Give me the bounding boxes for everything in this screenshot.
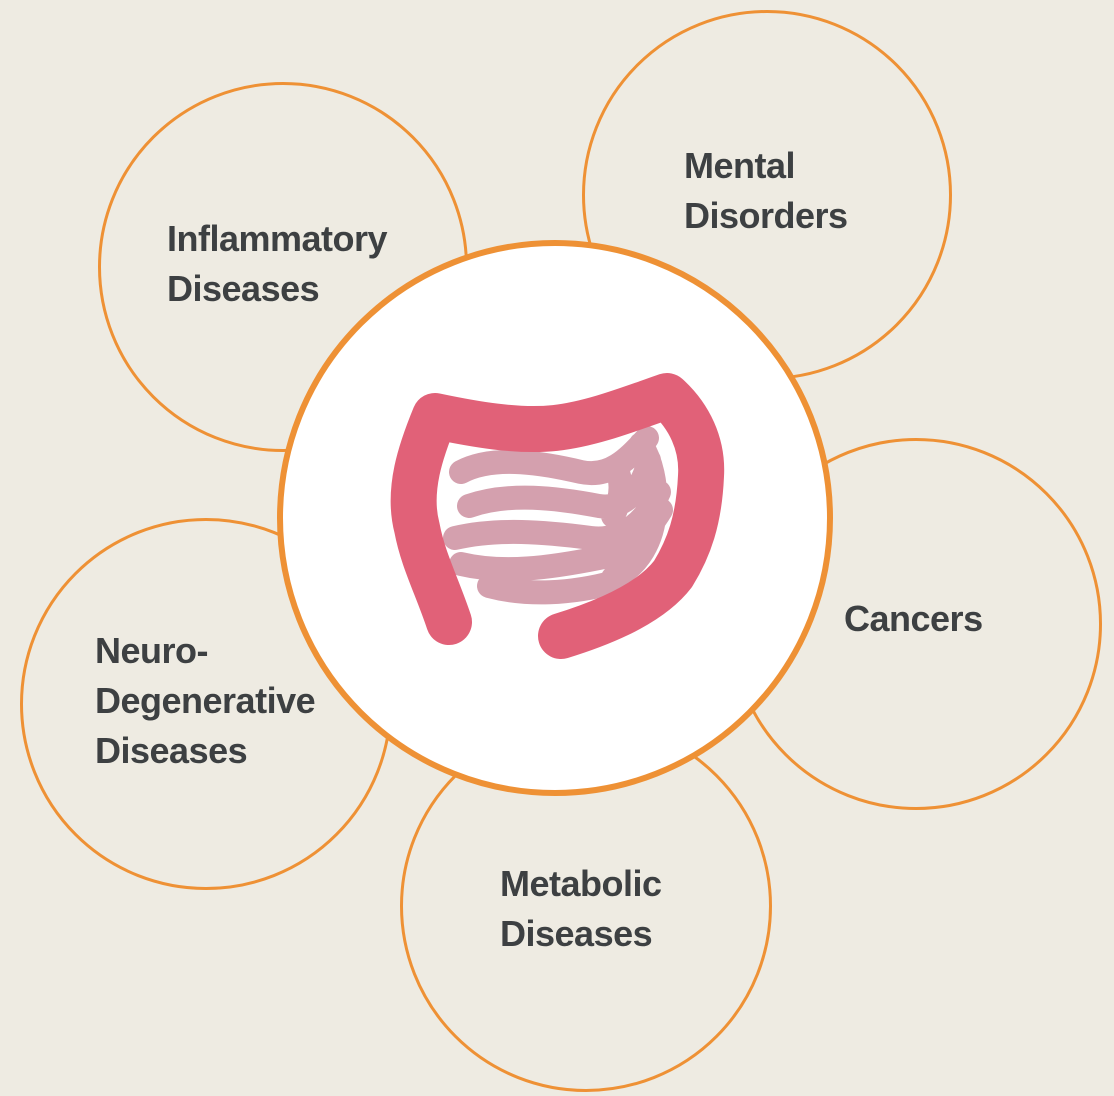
small-intestine-loops — [455, 438, 661, 592]
label-cancers: Cancers — [844, 594, 983, 644]
label-line: Diseases — [95, 726, 315, 776]
label-line: Metabolic — [500, 859, 662, 909]
label-neuro: Neuro- Degenerative Diseases — [95, 626, 315, 776]
label-line: Neuro- — [95, 626, 315, 676]
small-intestine — [455, 438, 661, 592]
label-line: Mental — [684, 141, 848, 191]
intestine-icon — [377, 360, 737, 670]
label-line: Inflammatory — [167, 214, 387, 264]
label-line: Diseases — [167, 264, 387, 314]
label-inflammatory: Inflammatory Diseases — [167, 214, 387, 314]
label-line: Degenerative — [95, 676, 315, 726]
label-line: Diseases — [500, 909, 662, 959]
label-metabolic: Metabolic Diseases — [500, 859, 662, 959]
label-mental: Mental Disorders — [684, 141, 848, 241]
label-line: Disorders — [684, 191, 848, 241]
label-line: Cancers — [844, 594, 983, 644]
